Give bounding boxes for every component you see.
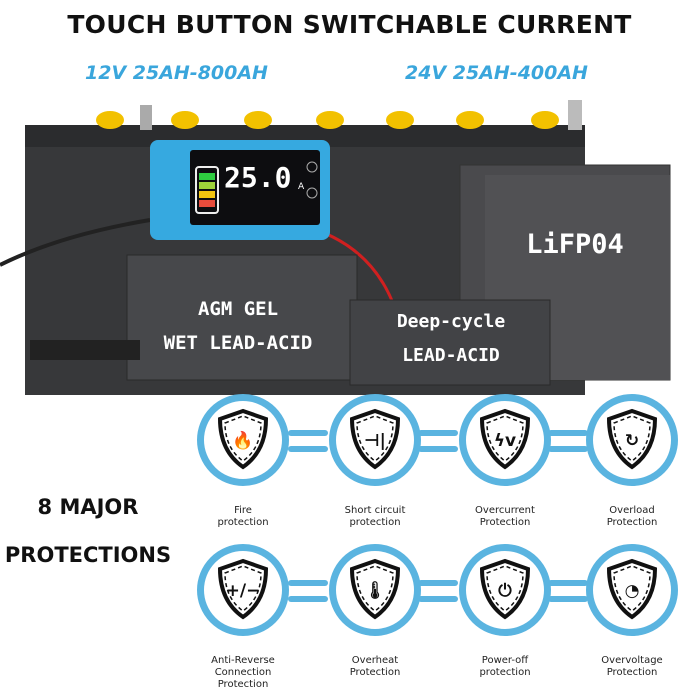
agm-label-1: AGM GEL [197, 298, 279, 320]
shield-icon: 🔥 [217, 408, 269, 470]
charger-display: 25.0 [224, 161, 292, 194]
protection-label-line: protection [217, 517, 269, 528]
battery-illustration [0, 100, 671, 395]
protection-ring: +/− [197, 544, 289, 636]
protection-label-line: Overcurrent [475, 505, 535, 516]
protection-label-line: Overheat [351, 655, 399, 666]
subtitle-24v: 24V 25AH-400AH [405, 62, 588, 84]
shield-icon: 🌡 [349, 558, 401, 620]
terminal [140, 105, 152, 130]
terminal [568, 100, 582, 130]
shield-icon: ⊣| [349, 408, 401, 470]
gauge-icon: ◔ [625, 581, 640, 601]
shield-icon: ⏻ [479, 558, 531, 620]
protection-label-line: Connection [214, 667, 272, 678]
protection-ring: ⊣| [329, 394, 421, 486]
shield-icon: +/− [217, 558, 269, 620]
protection-label-line: Protection [349, 667, 401, 678]
heading-line-2: PROTECTIONS [4, 543, 172, 567]
protections-heading: 8 MAJOR PROTECTIONS [4, 483, 172, 579]
protection-label-line: protection [349, 517, 401, 528]
deep-label-1: Deep-cycle [396, 311, 506, 332]
circuit-icon: ⊣| [364, 431, 386, 451]
protection-ring: 🔥 [197, 394, 289, 486]
protection-ring: ◔ [586, 544, 678, 636]
page-title: TOUCH BUTTON SWITCHABLE CURRENT [67, 10, 632, 39]
protection-label-line: Anti-Reverse [211, 655, 275, 666]
shield-icon: ◔ [606, 558, 658, 620]
shield-icon: ↻ [606, 408, 658, 470]
refresh-icon: ↻ [625, 431, 639, 451]
protection-label-line: Protection [217, 679, 269, 690]
power-icon: ⏻ [498, 581, 512, 601]
protection-label-line: Protection [606, 667, 658, 678]
protection-label-line: Power-off [481, 655, 529, 666]
fire-icon: 🔥 [232, 430, 253, 451]
protection-label-line: Short circuit [344, 505, 406, 516]
deep-label-2: LEAD-ACID [402, 345, 500, 366]
shield-icon: ϟv [479, 408, 531, 470]
protection-label-line: Protection [606, 517, 658, 528]
protection-ring: ⏻ [459, 544, 551, 636]
charger-unit: A [298, 182, 305, 192]
deep-cycle-battery [349, 299, 551, 386]
protection-label-line: Protection [479, 517, 531, 528]
plus-minus-icon: +/− [226, 581, 261, 601]
protection-label-line: protection [479, 667, 531, 678]
protection-label-line: Overvoltage [601, 655, 663, 666]
protection-ring: ϟv [459, 394, 551, 486]
lifepo4-label: LiFP04 [526, 229, 624, 260]
thermometer-icon: 🌡 [364, 580, 386, 601]
subtitle-12v: 12V 25AH-800AH [85, 62, 268, 84]
protection-ring: ↻ [586, 394, 678, 486]
protection-ring: 🌡 [329, 544, 421, 636]
charger [150, 140, 330, 240]
battery-caps [96, 111, 559, 129]
protection-label-line: Fire [234, 505, 252, 516]
lightning-icon: ϟv [494, 431, 516, 451]
agm-label-2: WET LEAD-ACID [163, 332, 313, 354]
protection-label-line: Overload [609, 505, 655, 516]
heading-line-1: 8 MAJOR [37, 495, 139, 519]
